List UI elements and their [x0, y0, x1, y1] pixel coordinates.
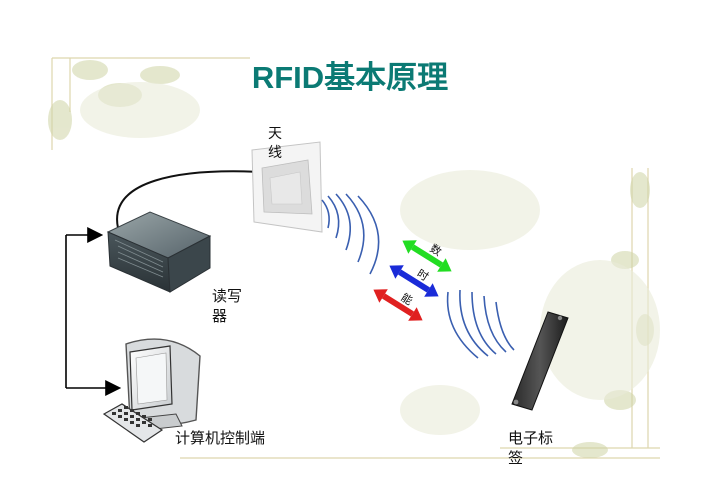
computer-label: 计算机控制端: [175, 429, 266, 447]
data-arrow-head: [437, 258, 452, 272]
energy-arrow-head: [408, 307, 423, 321]
energy-arrow: 能: [373, 289, 423, 321]
title-latin: RFID: [251, 60, 325, 95]
antenna-waves: [321, 193, 380, 275]
data-arrow-head: [402, 240, 417, 254]
rfid-tag: [511, 311, 569, 411]
background-flowers: [80, 82, 660, 435]
energy-arrow-shaft: [381, 293, 415, 317]
energy-arrow-head: [373, 289, 388, 303]
tag-label: 电子标签: [508, 429, 554, 467]
page-title: RFID基本原理: [190, 58, 510, 98]
antenna-cable: [116, 170, 263, 229]
title-cjk: 基本原理: [324, 60, 449, 96]
clock-arrow: 时: [389, 265, 439, 297]
antenna-label: 天线: [268, 126, 282, 161]
data-arrow-shaft: [410, 244, 444, 268]
computer: [102, 338, 201, 443]
clock-arrow-head: [389, 265, 404, 279]
connector-computer-reader: [65, 227, 122, 396]
antenna-panel: [251, 141, 323, 233]
clock-arrow-head: [424, 283, 439, 297]
reader-label: 读写器: [212, 287, 243, 325]
transfer-arrows: 数时能: [373, 240, 452, 321]
reader-device: [106, 211, 212, 293]
clock-arrow-shaft: [397, 269, 431, 293]
tag-waves: [446, 289, 515, 359]
